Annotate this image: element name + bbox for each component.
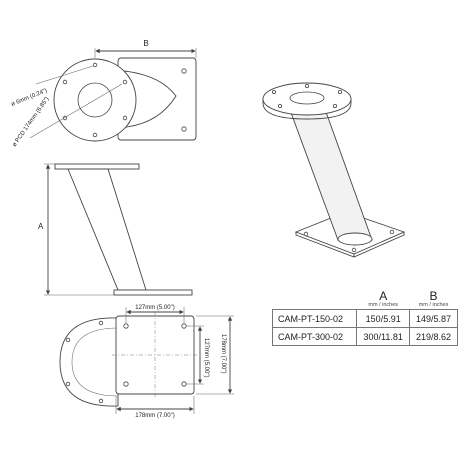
spec-col-a-header: A mm / inches xyxy=(357,290,410,310)
bolt-hole xyxy=(181,126,187,132)
dim-width-top-label: 127mm (5.00") xyxy=(135,305,174,311)
bolt-hole xyxy=(92,62,98,68)
bolt-hole xyxy=(98,320,104,326)
bolt-hole xyxy=(122,115,128,121)
value-b-cell: 149/5.87 xyxy=(409,309,458,328)
side-view: A xyxy=(38,163,193,296)
spec-table: A mm / inches B mm / inches CAM-PT-150-0… xyxy=(271,290,458,346)
side-view-base-plate xyxy=(113,289,193,296)
table-row: CAM-PT-300-02 300/11.81 219/8.62 xyxy=(271,327,458,346)
bolt-hole xyxy=(337,90,342,95)
side-view-tube xyxy=(67,168,147,291)
spec-col-b-header: B mm / inches xyxy=(410,290,458,310)
bolt-hole xyxy=(181,323,187,329)
isometric-view xyxy=(262,82,406,258)
side-view-top-flange xyxy=(54,163,140,170)
bolt-hole xyxy=(351,247,357,253)
table-row: CAM-PT-150-02 150/5.91 149/5.87 xyxy=(271,309,458,328)
dim-height-inner-label: 127mm (5.00") xyxy=(203,338,209,377)
col-a-units: mm / inches xyxy=(368,302,399,308)
value-a-cell: 300/11.81 xyxy=(356,327,411,346)
bolt-hole xyxy=(65,381,71,387)
col-b-units: mm / inches xyxy=(418,302,449,308)
bolt-hole xyxy=(122,79,128,85)
value-b-cell: 219/8.62 xyxy=(409,327,458,346)
bolt-hole xyxy=(123,323,129,329)
iso-top-flange-bore xyxy=(289,91,325,105)
model-cell: CAM-PT-300-02 xyxy=(271,327,358,346)
bolt-hole xyxy=(98,398,104,404)
bolt-hole xyxy=(65,337,71,343)
bolt-hole xyxy=(181,381,187,387)
bolt-hole xyxy=(62,79,68,85)
bolt-hole xyxy=(277,104,282,109)
top-view: B ø 6mm (0.24") ø PCD 174mm (6.85") xyxy=(11,39,197,148)
bolt-hole xyxy=(332,104,337,109)
value-a-cell: 150/5.91 xyxy=(356,309,411,328)
bolt-hole xyxy=(92,132,98,138)
bolt-hole xyxy=(123,381,129,387)
bolt-hole xyxy=(389,229,395,235)
dim-height-outer-label: 178mm (7.00") xyxy=(220,334,226,373)
model-cell: CAM-PT-150-02 xyxy=(271,309,358,328)
bolt-hole xyxy=(304,84,309,89)
dim-width-bottom-label: 178mm (7.00") xyxy=(135,413,174,419)
bolt-hole xyxy=(303,231,309,237)
bolt-hole xyxy=(271,90,276,95)
bolt-hole xyxy=(181,68,187,74)
dim-b-label: B xyxy=(143,39,148,48)
bottom-view: 127mm (5.00") 127mm (5.00") 178mm (7.00"… xyxy=(59,305,234,419)
spec-table-corner xyxy=(273,290,357,310)
col-a-label: A xyxy=(379,289,388,303)
col-b-label: B xyxy=(429,289,438,303)
dim-a-label: A xyxy=(38,222,44,231)
bottom-view-flange xyxy=(59,317,119,407)
